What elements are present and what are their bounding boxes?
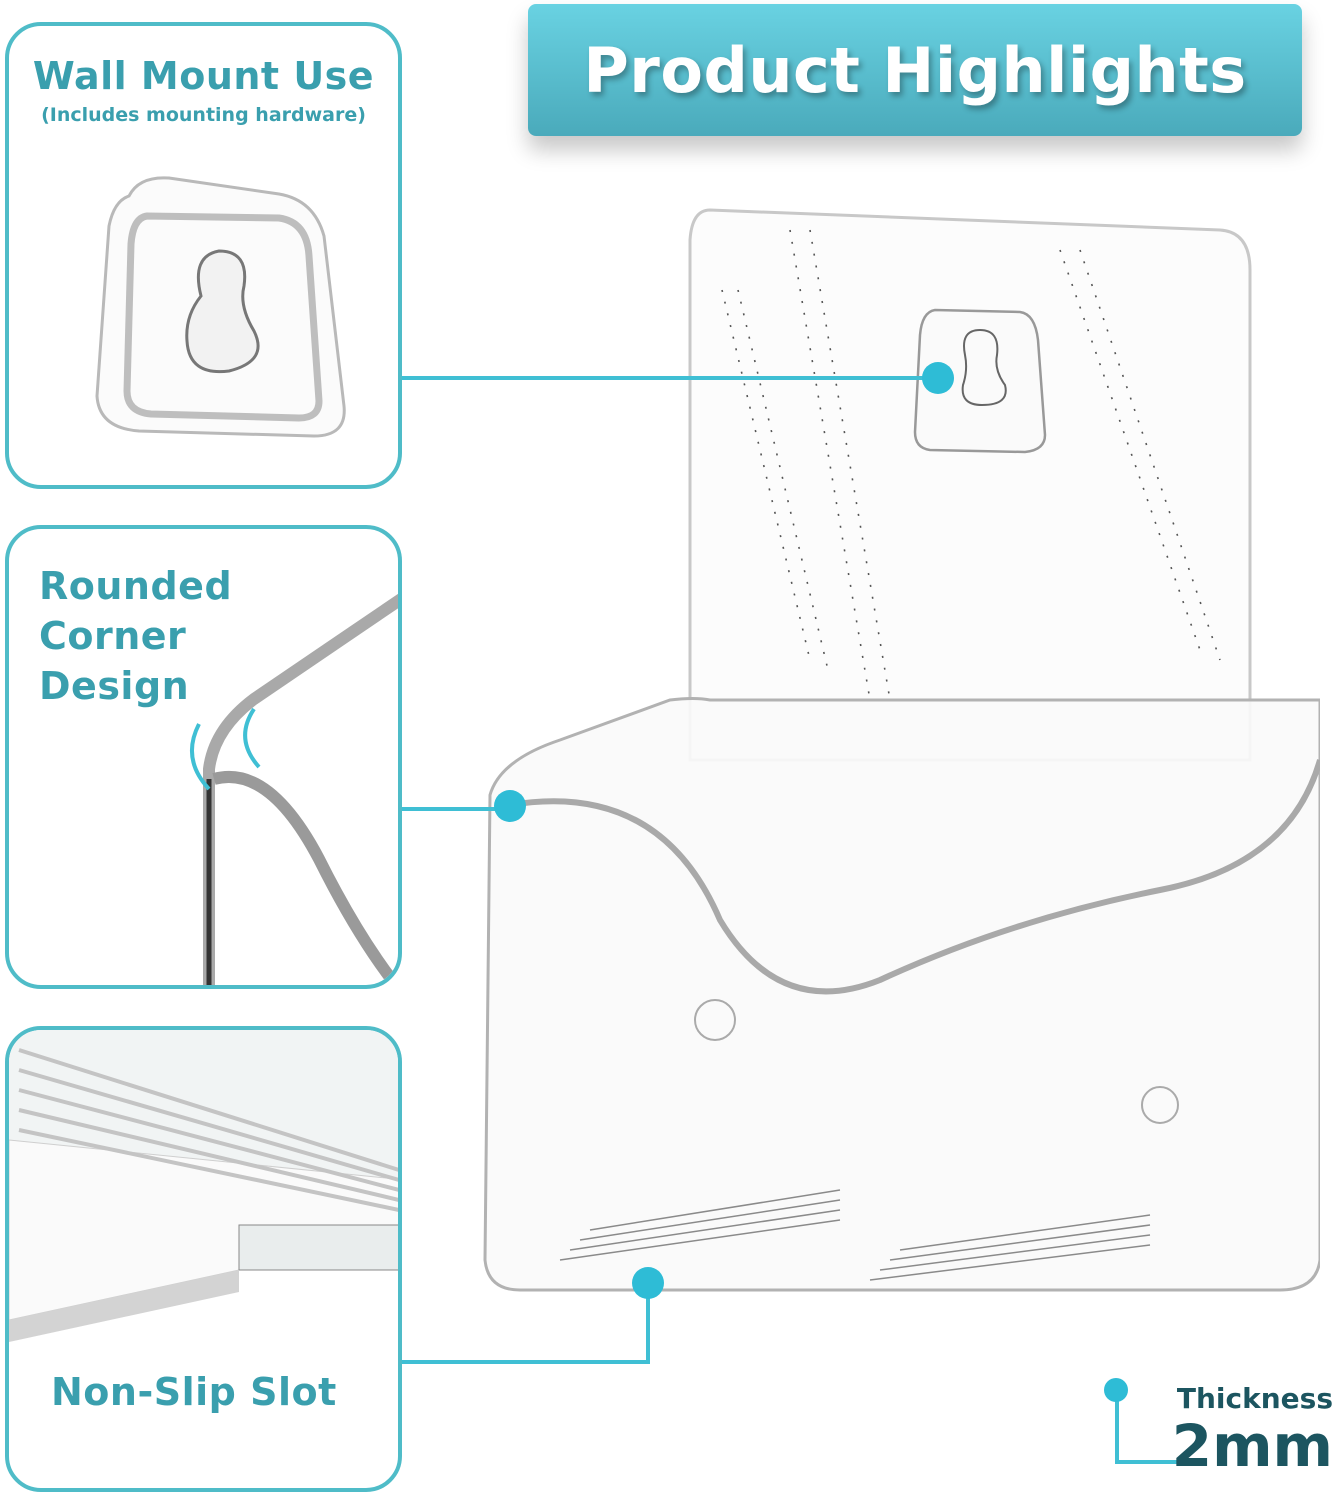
thickness-connector-vertical (1115, 1392, 1119, 1464)
wall-mount-callout-panel: Wall Mount Use (Includes mounting hardwa… (5, 22, 402, 489)
rounded-corner-connector-line (402, 807, 510, 811)
wall-mount-connector-dot (922, 362, 954, 394)
non-slip-slot-callout-panel: Non-Slip Slot (5, 1026, 402, 1492)
brochure-holder-product-image (483, 208, 1320, 1292)
wall-mount-connector-line (402, 376, 938, 380)
thickness-connector-dot (1104, 1378, 1128, 1402)
thickness-connector-horizontal (1115, 1460, 1185, 1464)
non-slip-connector-dot (632, 1267, 664, 1299)
rounded-corner-closeup-icon (190, 593, 398, 985)
rounded-corner-callout-panel: Rounded Corner Design (5, 525, 402, 989)
rounded-corner-connector-dot (494, 790, 526, 822)
non-slip-connector-horizontal (402, 1360, 650, 1364)
keyhole-hanger-icon (95, 176, 346, 438)
wall-mount-subtitle: (Includes mounting hardware) (41, 104, 366, 126)
thickness-value: 2mm (1171, 1412, 1333, 1480)
thickness-label: Thickness (1176, 1382, 1333, 1415)
non-slip-slot-title: Non-Slip Slot (51, 1370, 337, 1414)
ridged-slot-closeup-icon (9, 1030, 398, 1342)
rounded-corner-title: Rounded Corner Design (39, 564, 233, 708)
wall-mount-title: Wall Mount Use (32, 54, 375, 98)
product-highlights-banner: Product Highlights (528, 4, 1302, 136)
banner-title: Product Highlights (583, 33, 1247, 107)
non-slip-connector-vertical (646, 1283, 650, 1364)
